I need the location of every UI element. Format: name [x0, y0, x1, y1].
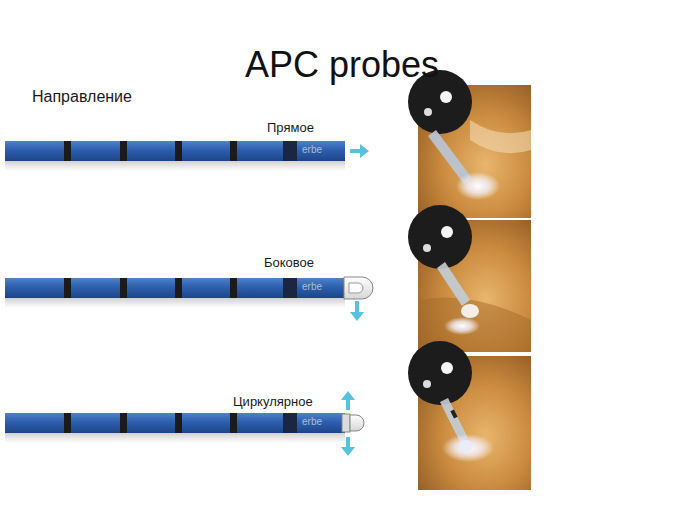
endoscopic-photo	[408, 70, 531, 218]
brand-mark: erbe	[302, 281, 322, 293]
direction-label: Циркулярное	[233, 395, 313, 410]
direction-label: Боковое	[264, 256, 314, 271]
straight-probe	[5, 141, 369, 171]
circular-probe	[5, 391, 364, 456]
heading-label: Направление	[32, 88, 132, 106]
direction-label: Прямое	[267, 121, 314, 136]
endoscopic-photo	[408, 205, 531, 352]
slide-title: APC probes	[245, 44, 439, 85]
brand-mark: erbe	[302, 416, 322, 428]
endoscopic-photo	[408, 341, 531, 490]
brand-mark: erbe	[302, 144, 322, 156]
side-probe	[5, 277, 373, 321]
